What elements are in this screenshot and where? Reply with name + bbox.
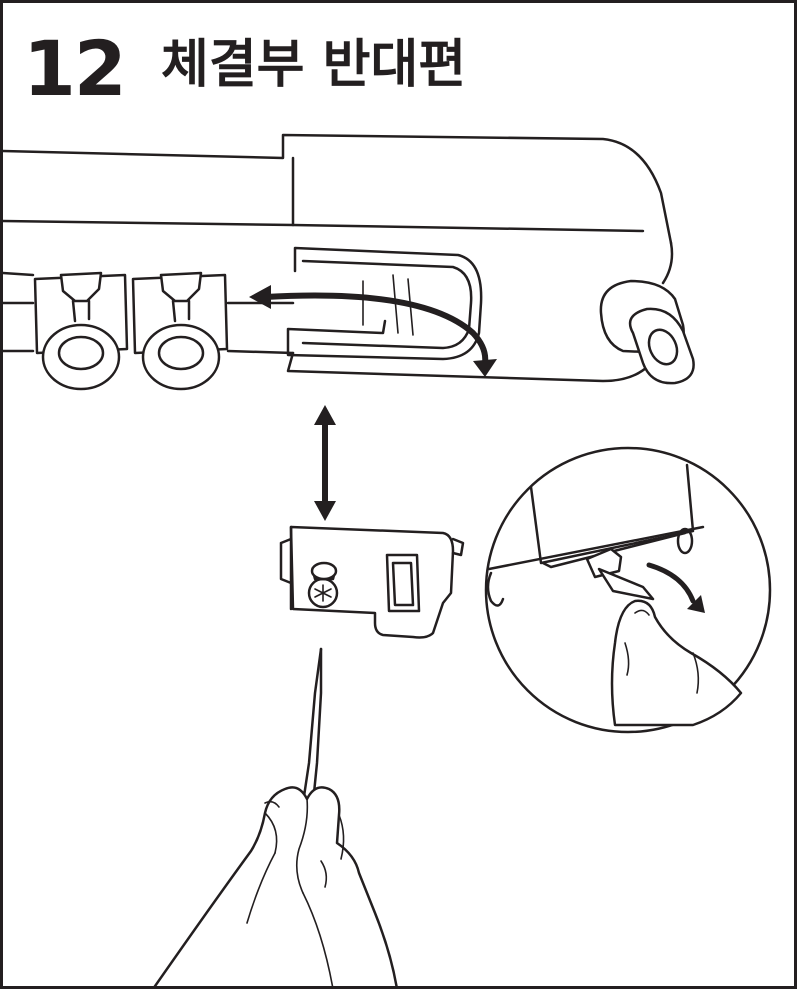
detail-magnifier [484, 446, 772, 734]
assembly-illustration [3, 133, 772, 986]
runner-hook-2 [131, 271, 229, 391]
swing-arrow [249, 285, 497, 377]
step-title: 체결부 반대편 [161, 35, 467, 95]
screwdriver [301, 647, 323, 805]
hand [153, 786, 398, 986]
bracket-clip [279, 525, 465, 639]
runner-hook-1 [33, 271, 129, 391]
step-number: 12 [23, 24, 127, 113]
rail-end-cap [286, 246, 483, 361]
double-arrow [314, 405, 336, 521]
rail-end-stopper [599, 279, 695, 385]
